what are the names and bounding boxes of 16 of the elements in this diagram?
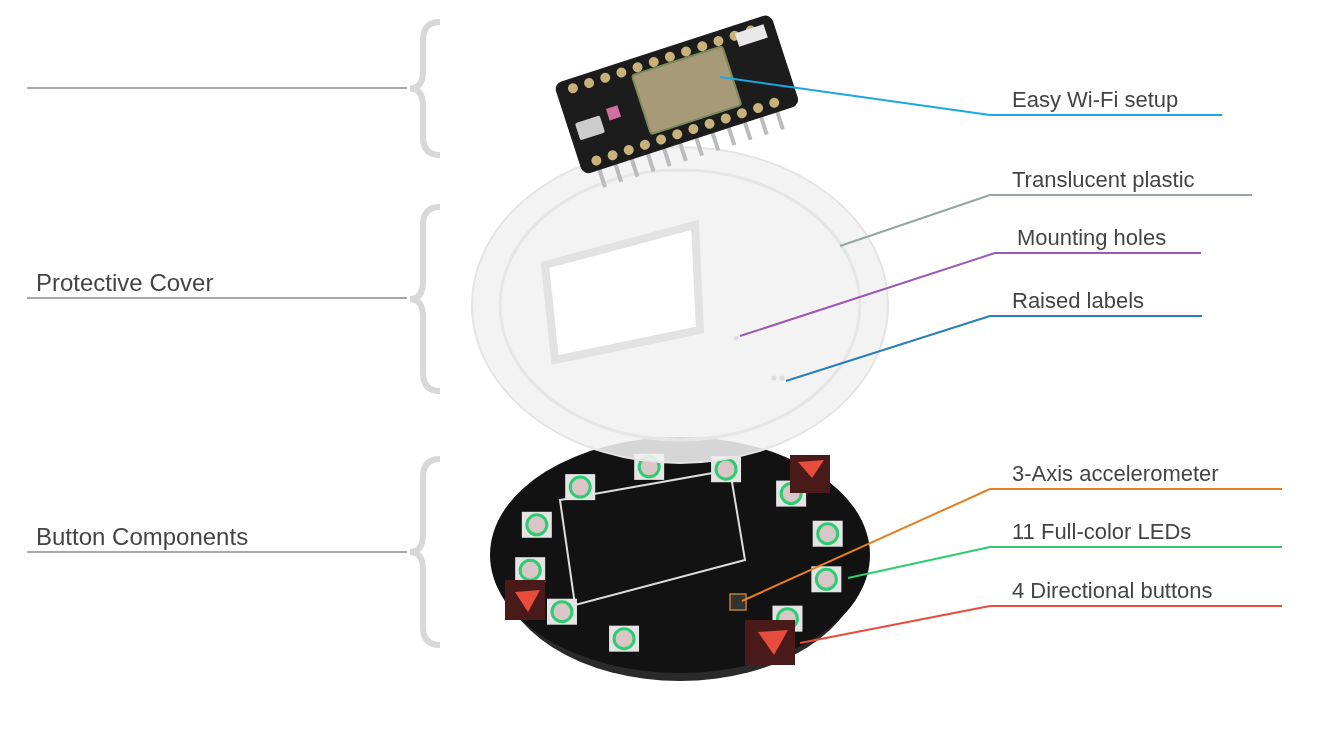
callout-label: Mounting holes [995, 224, 1201, 254]
leader-line [847, 546, 991, 579]
callout-label: 3-Axis accelerometer [990, 460, 1282, 490]
leader-line [785, 315, 991, 382]
callout-label: Raised labels [990, 287, 1202, 317]
leader-line [799, 605, 991, 644]
leader-line [741, 488, 991, 602]
callout-label: 4 Directional buttons [990, 577, 1282, 607]
leader-line [719, 76, 991, 116]
callout-label: 11 Full-color LEDs [990, 518, 1282, 548]
section-label: Button Components [27, 523, 407, 553]
callout-label: Easy Wi-Fi setup [990, 86, 1222, 116]
callout-label: Translucent plastic [990, 166, 1252, 196]
leader-line [839, 194, 991, 247]
leader-line [739, 252, 996, 337]
section-label: Protective Cover [27, 269, 407, 299]
